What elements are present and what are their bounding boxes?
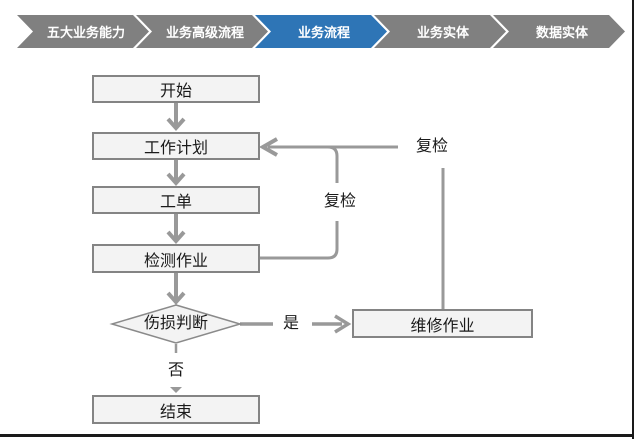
node-work-order: 工单: [92, 186, 260, 214]
breadcrumb-step-business-process-active[interactable]: 业务流程: [255, 15, 387, 48]
breadcrumb-step-five-capabilities[interactable]: 五大业务能力: [17, 15, 149, 48]
node-end: 结束: [92, 395, 260, 424]
breadcrumb-step-high-level-process[interactable]: 业务高级流程: [136, 15, 268, 48]
arrowhead-down-3: [166, 230, 186, 245]
edge-label-no: 否: [167, 362, 185, 379]
bottom-frame-rule: [0, 434, 634, 437]
arrowhead-down-2: [166, 172, 186, 187]
arrowhead-down-1: [166, 117, 186, 132]
node-decision-label: 伤损判断: [143, 315, 209, 332]
arrowhead-left-into-workplan: [258, 137, 278, 157]
right-frame-rule: [631, 0, 634, 439]
recheck-loop-upper: [327, 145, 339, 183]
node-inspection: 检测作业: [92, 244, 260, 273]
recheck-loop-lower: [260, 221, 339, 260]
arrowhead-into-end: [170, 387, 182, 393]
edge-label-recheck-right: 复检: [411, 136, 453, 158]
breadcrumb-step-data-entity[interactable]: 数据实体: [493, 15, 625, 48]
arrowhead-down-4: [166, 291, 186, 306]
node-start: 开始: [92, 75, 260, 103]
node-repair: 维修作业: [352, 309, 533, 338]
arrowhead-right-into-repair: [334, 314, 352, 334]
edge-label-yes: 是: [282, 315, 300, 332]
edge-label-recheck-mid: 复检: [319, 191, 361, 213]
node-work-plan: 工作计划: [92, 132, 260, 160]
breadcrumb-step-business-entity[interactable]: 业务实体: [374, 15, 506, 48]
